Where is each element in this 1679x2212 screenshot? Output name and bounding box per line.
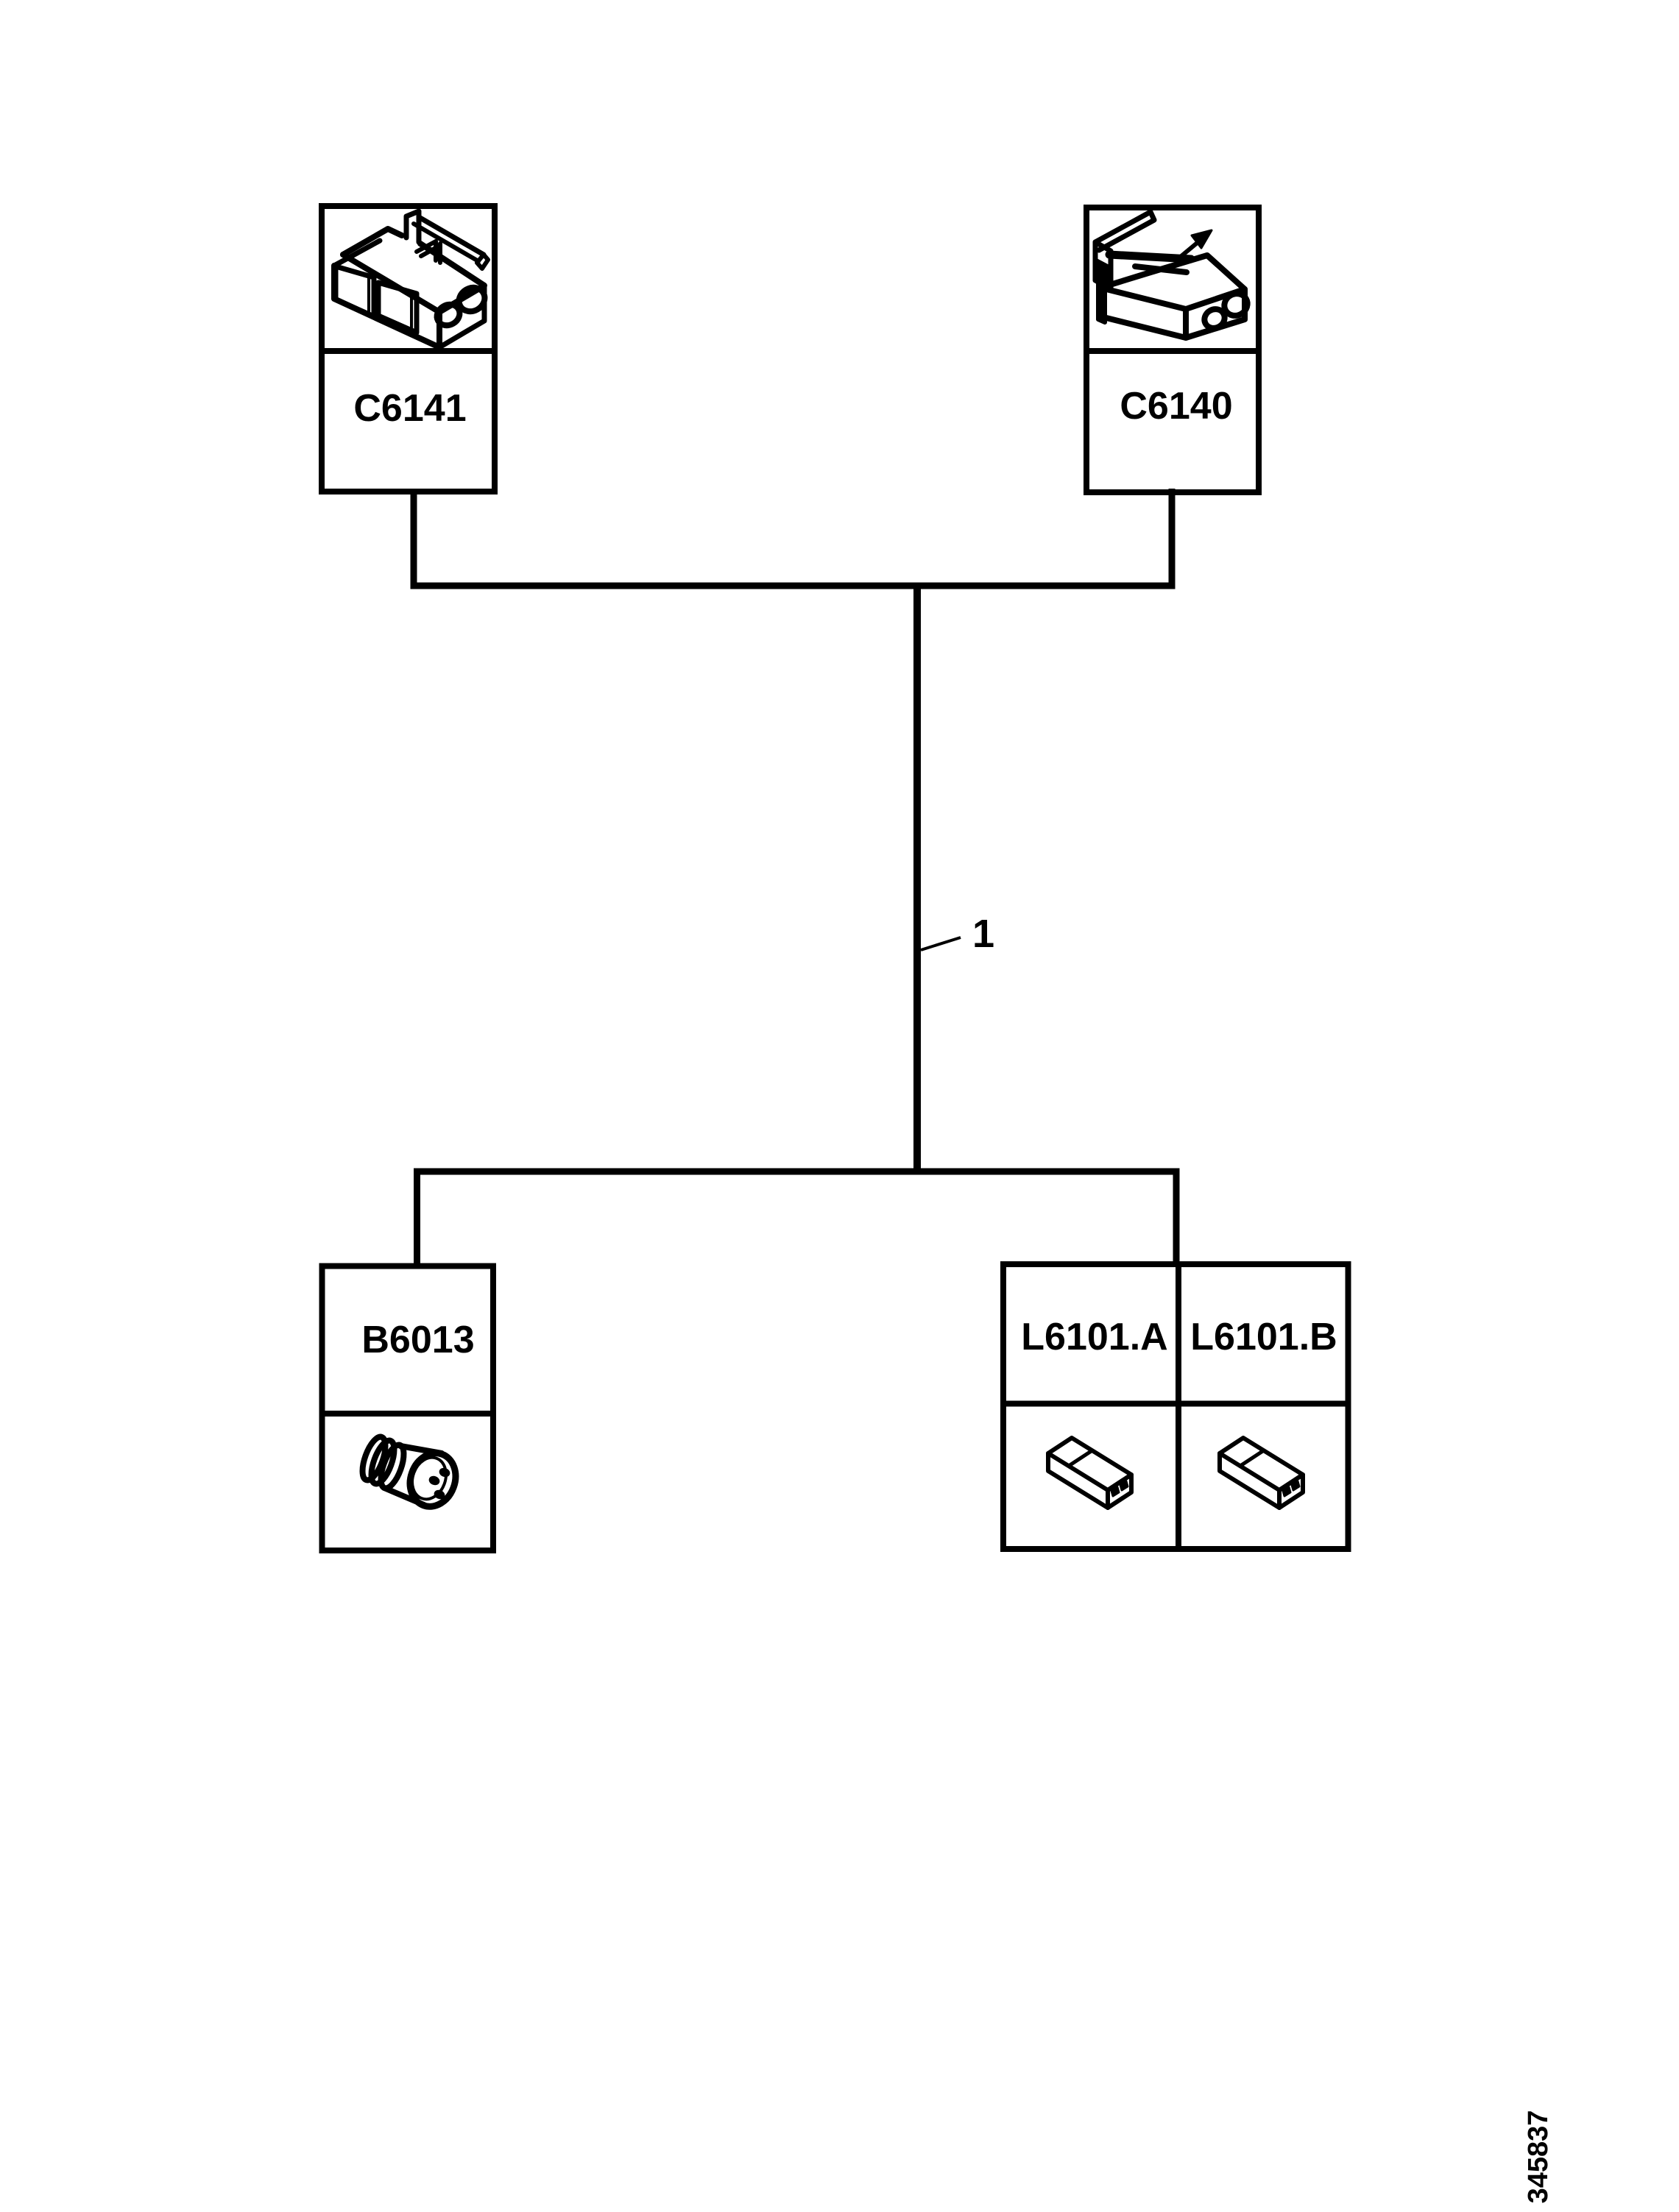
svg-text:345837: 345837 <box>1523 2110 1554 2204</box>
svg-text:C6140: C6140 <box>1120 385 1232 428</box>
svg-text:L6101.A: L6101.A <box>1021 1316 1167 1358</box>
svg-text:C6141: C6141 <box>353 387 466 430</box>
svg-text:B6013: B6013 <box>361 1319 474 1361</box>
svg-text:1: 1 <box>972 912 994 956</box>
svg-text:L6101.B: L6101.B <box>1190 1316 1337 1358</box>
